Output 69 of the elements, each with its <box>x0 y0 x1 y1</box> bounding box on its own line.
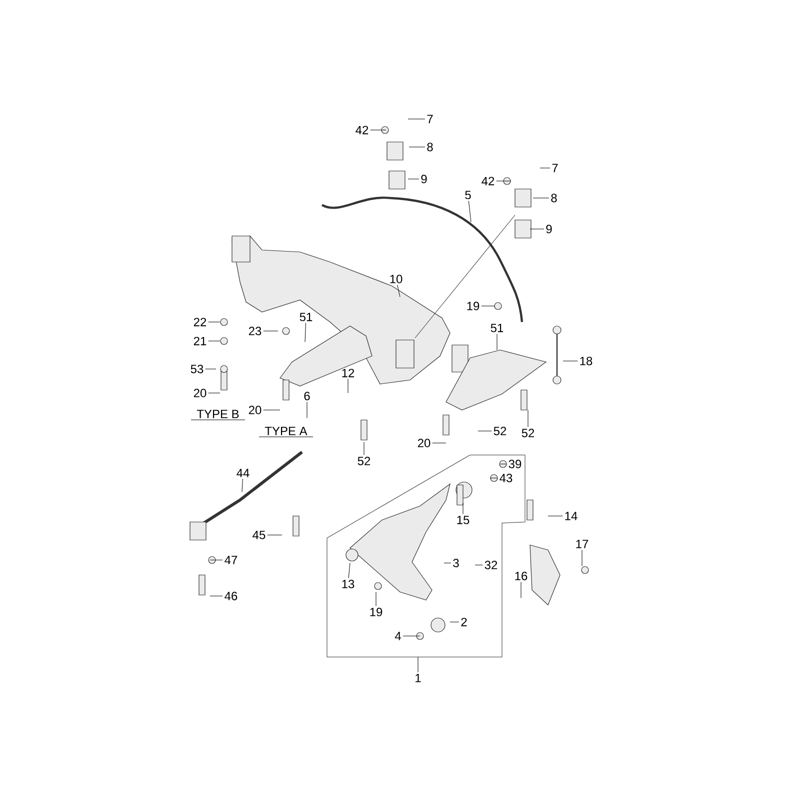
callout-number: 14 <box>565 512 578 520</box>
leader-line <box>267 534 282 536</box>
callout-number: 20 <box>248 406 262 414</box>
leader-line <box>205 368 216 370</box>
callout-number: 19 <box>467 302 480 310</box>
leader-line <box>304 322 306 342</box>
leader-line <box>208 340 220 342</box>
callout-number: 5 <box>465 190 471 200</box>
leader-line <box>444 562 452 564</box>
leader-line <box>496 180 512 182</box>
callout-number: 8 <box>427 142 433 152</box>
callout-number: 3 <box>453 558 459 568</box>
leader-line <box>474 564 483 566</box>
callout-number: 44 <box>236 468 250 478</box>
callout-number: 52 <box>358 456 370 466</box>
leader-line <box>348 562 350 578</box>
callout-number: 8 <box>551 194 557 202</box>
type-label: TYPE B <box>190 410 246 420</box>
callout-number: 7 <box>552 164 558 172</box>
leader-line <box>208 392 220 394</box>
callout-number: 16 <box>515 572 528 580</box>
callout-number: 18 <box>580 356 592 366</box>
leader-line <box>408 146 426 148</box>
callout-number: 21 <box>194 336 206 346</box>
callout-number: 2 <box>461 618 467 626</box>
callout-number: 6 <box>304 392 310 400</box>
leader-line <box>478 430 492 432</box>
callout-number: 45 <box>252 530 266 540</box>
leader-line <box>468 200 472 222</box>
leader-line <box>462 502 464 514</box>
callout-number: 12 <box>342 368 354 378</box>
callout-number: 46 <box>224 592 238 600</box>
callout-number: 15 <box>457 516 470 524</box>
callout-number: 47 <box>224 556 238 564</box>
callout-number: 42 <box>356 126 368 134</box>
leader-line <box>530 228 544 230</box>
callout-number: 51 <box>300 312 312 322</box>
callout-number: 13 <box>342 580 354 588</box>
type-label: TYPE A <box>258 426 314 438</box>
callout-number: 20 <box>418 438 430 448</box>
callout-number: 1 <box>416 674 421 682</box>
callout-number: 4 <box>394 632 401 640</box>
callout-number: 17 <box>576 540 588 548</box>
callout-number: 43 <box>500 474 512 482</box>
callout-number: 19 <box>370 608 382 616</box>
callout-number: 52 <box>494 426 506 436</box>
callout-number: 7 <box>427 114 433 124</box>
callout-number: 9 <box>421 174 427 184</box>
leader-line <box>263 330 278 332</box>
leader-line <box>562 360 578 362</box>
leader-line <box>408 178 420 180</box>
callout-number: 52 <box>522 428 534 438</box>
callout-number: 51 <box>490 324 504 332</box>
callout-number: 23 <box>248 326 262 336</box>
callout-number: 39 <box>508 460 522 468</box>
leader-line <box>432 442 446 444</box>
callout-number: 10 <box>390 274 402 284</box>
callout-number: 53 <box>190 364 204 374</box>
leader-line <box>520 582 522 598</box>
leader-line <box>408 118 426 120</box>
leader-line <box>306 402 308 418</box>
leader-line <box>496 334 498 350</box>
callout-number: 32 <box>484 560 498 570</box>
leader-line <box>242 478 243 492</box>
callout-number: 20 <box>194 388 206 398</box>
callout-number: 9 <box>546 224 552 234</box>
callout-number: 22 <box>194 318 206 326</box>
callout-number: 42 <box>482 176 494 186</box>
leader-line <box>397 284 400 298</box>
